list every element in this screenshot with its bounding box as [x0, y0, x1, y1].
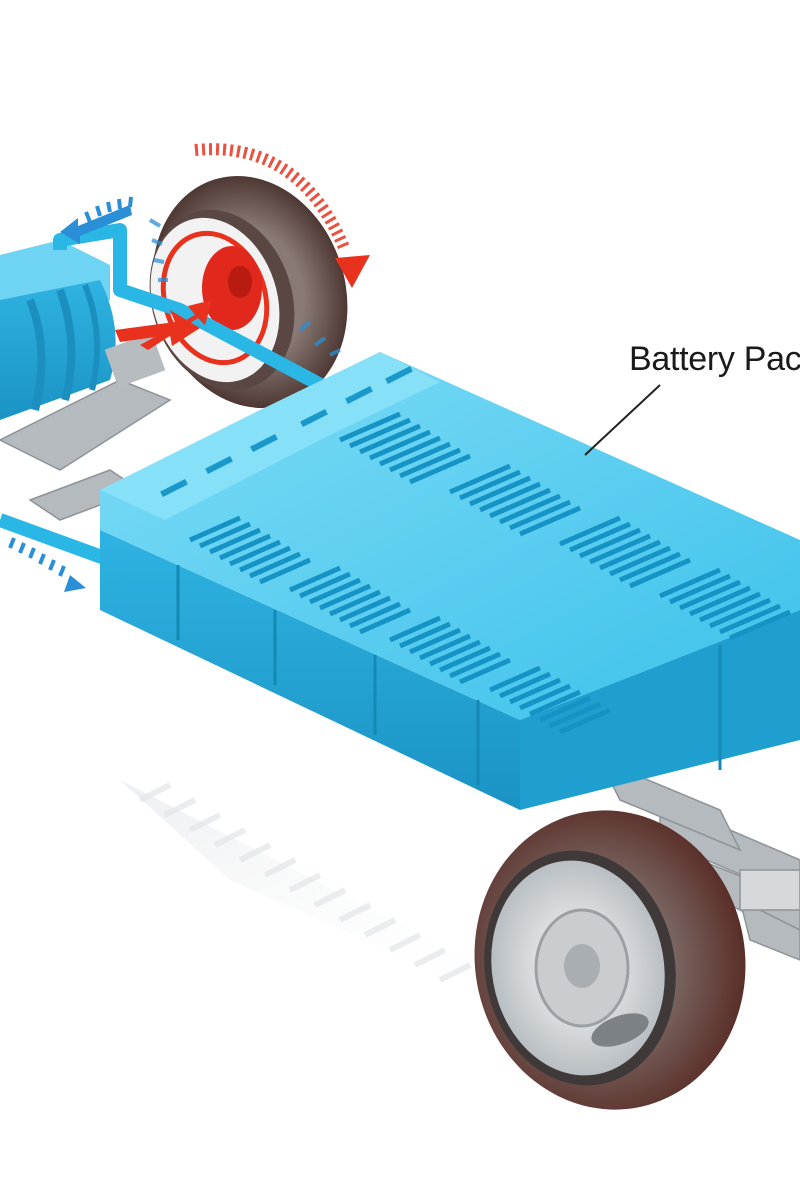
chassis-frame: [0, 379, 800, 961]
motor-label-fragment: ,: [0, 244, 2, 278]
front-wheel: [474, 810, 746, 1110]
floor-shadow: [120, 780, 520, 1010]
battery-pack: [100, 352, 800, 810]
motor-unit: [0, 223, 334, 567]
coolant-flow-arrow-blue: [8, 196, 341, 592]
battery-cells: [188, 411, 791, 735]
power-arrow-red: [115, 300, 212, 350]
rotation-arrow-red: [194, 143, 370, 288]
battery-pack-leader-line: [584, 384, 661, 456]
battery-pack-label: Battery Pac: [629, 340, 800, 378]
